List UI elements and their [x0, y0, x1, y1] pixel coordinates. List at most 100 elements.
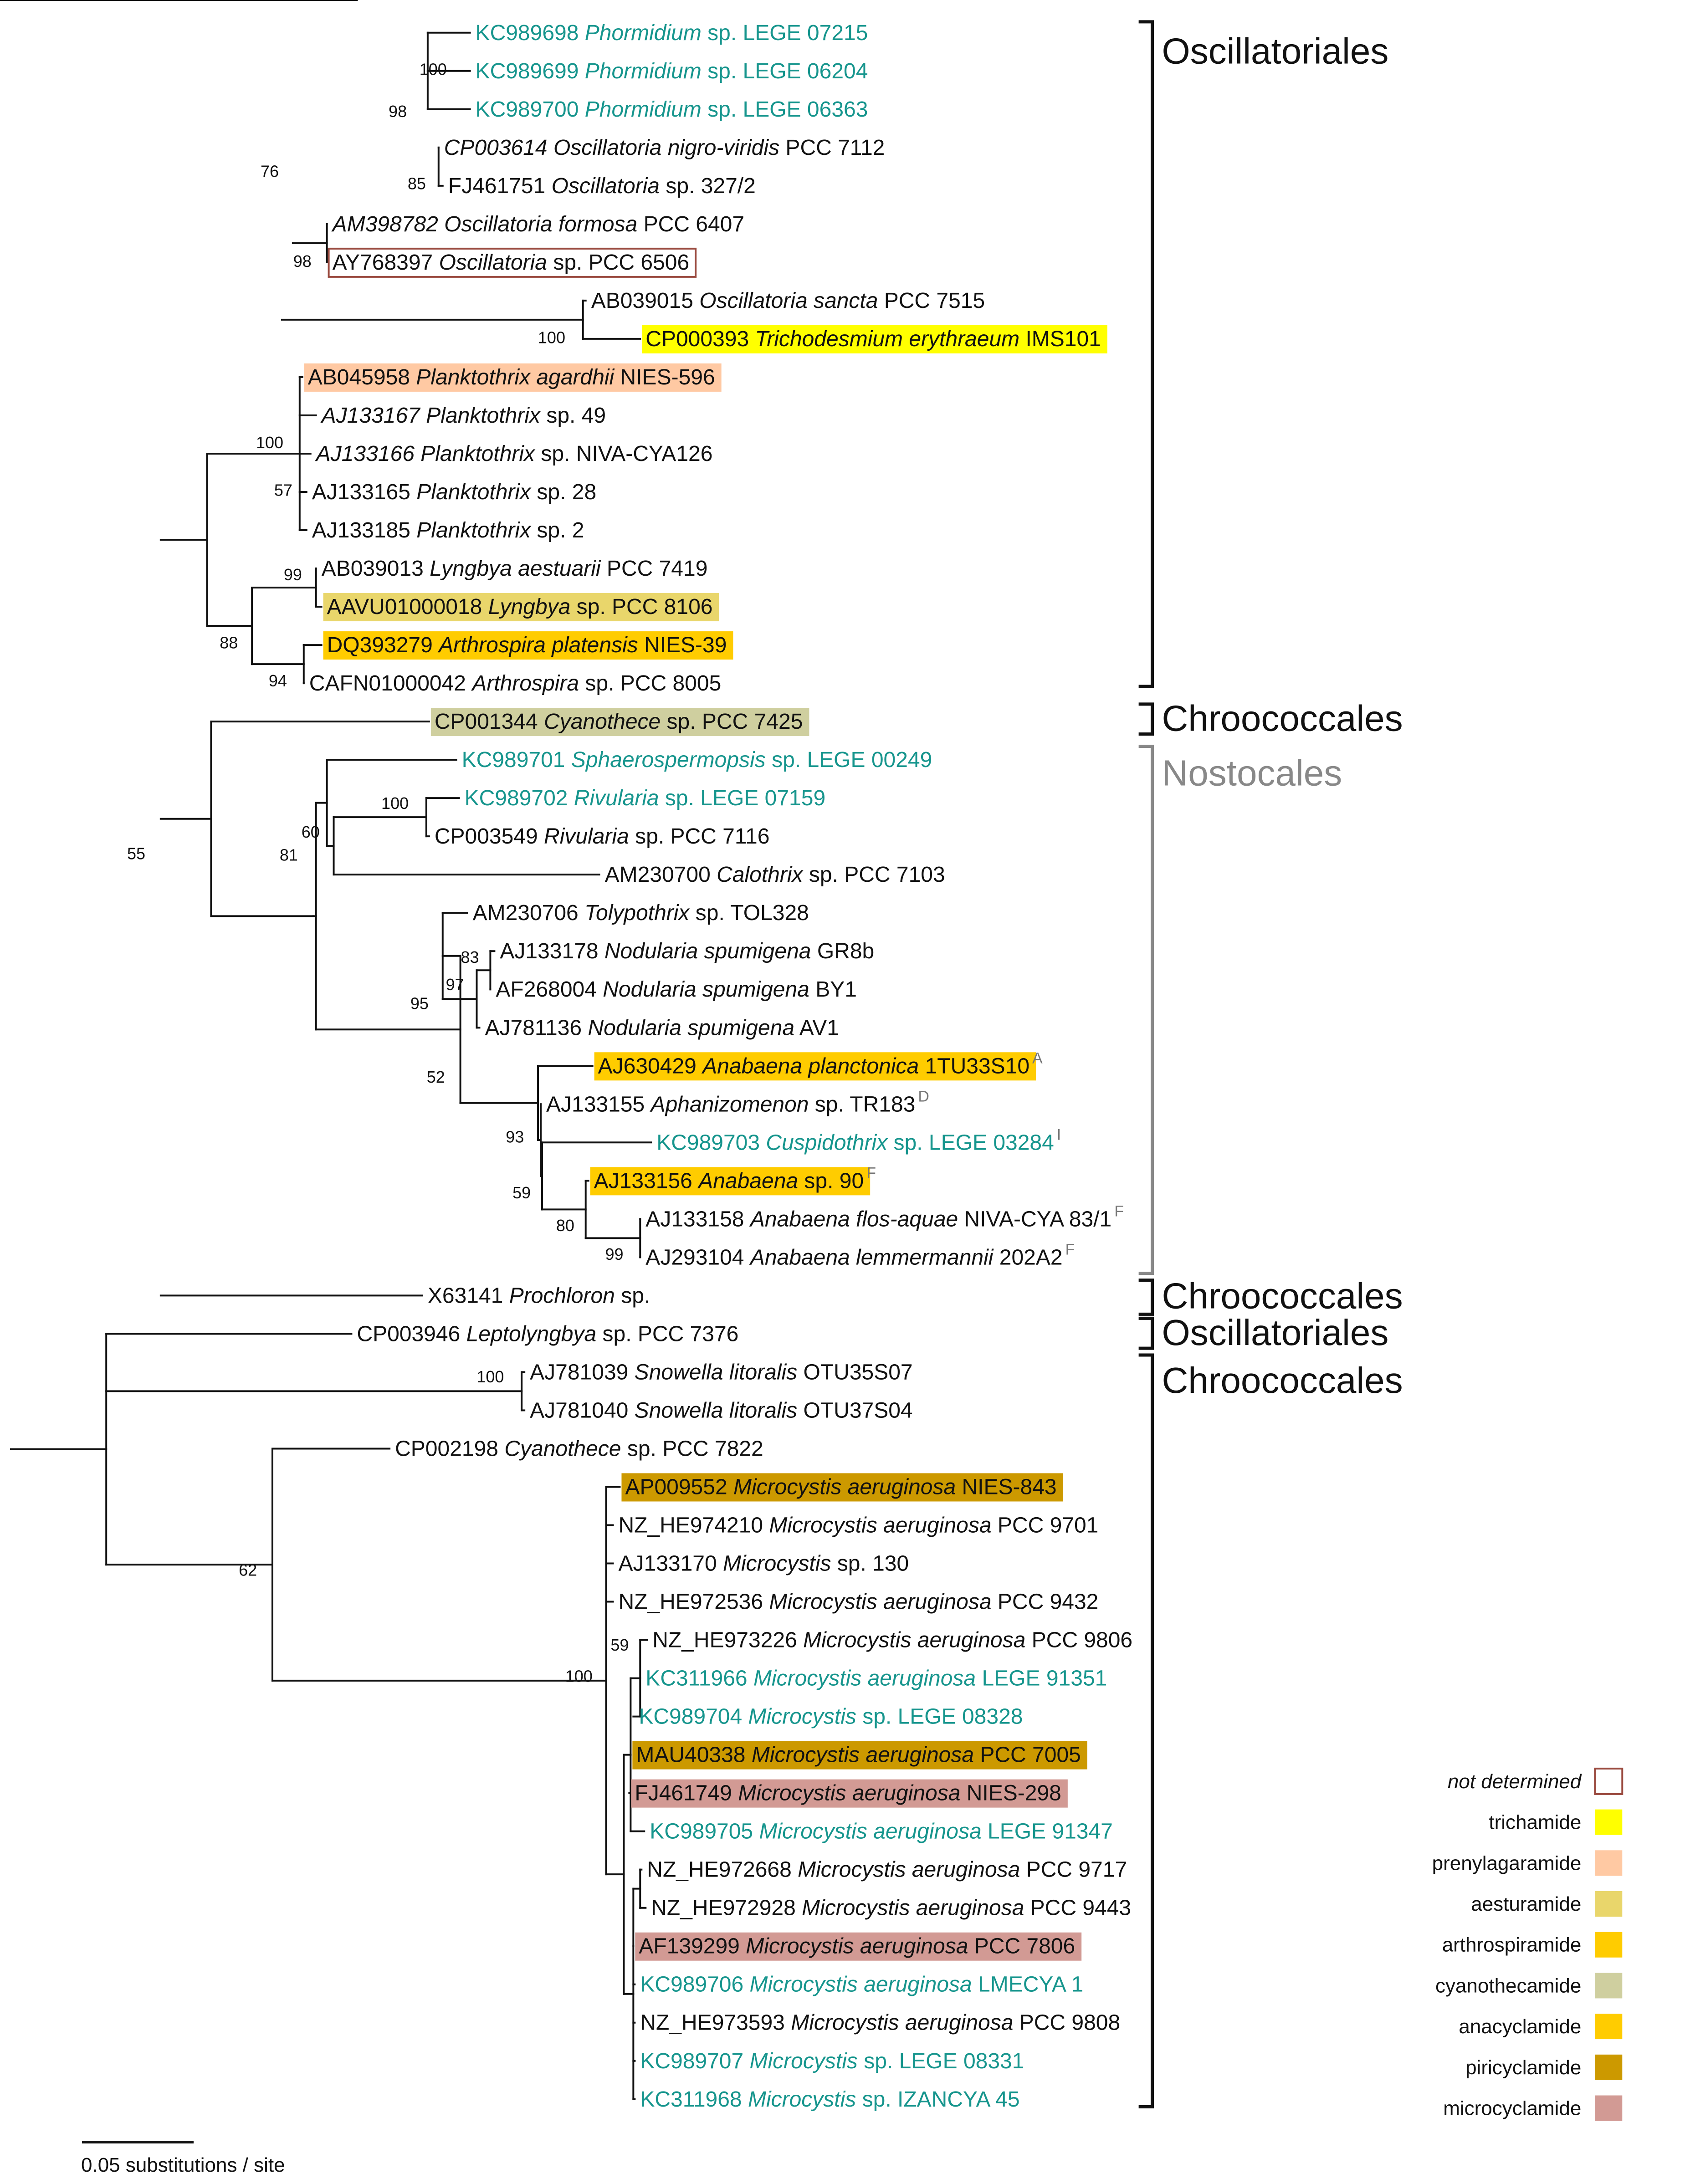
tip-label: KC989702 Rivularia sp. LEGE 07159 — [465, 786, 826, 810]
tip-superscript: D — [918, 1088, 929, 1105]
tip-genus: Sphaerospermopsis — [571, 748, 766, 772]
tip-space — [740, 1934, 746, 1959]
tip-genus: Oscillatoria nigro-viridis — [553, 136, 779, 160]
tip-strain: sp. TOL328 — [689, 901, 809, 925]
tip-label: AJ133166 Planktothrix sp. NIVA-CYA126 — [315, 442, 713, 466]
bootstrap-label: 98 — [293, 252, 312, 271]
tip-space — [763, 1590, 769, 1614]
clade-label: Nostocales — [1162, 752, 1342, 793]
tip-space — [692, 1169, 698, 1193]
bootstrap-label: 99 — [284, 565, 302, 584]
tip-strain: sp. 90 — [798, 1169, 864, 1193]
tip-label: KC989707 Microcystis sp. LEGE 08331 — [640, 2049, 1024, 2073]
tip-space — [732, 1781, 738, 1806]
tip-strain: NIES-298 — [960, 1781, 1061, 1806]
tip-strain: sp. PCC 8106 — [570, 595, 712, 619]
tip-strain: NIES-596 — [614, 365, 715, 389]
tip-accession: AB045958 — [308, 365, 410, 389]
tip-space — [545, 174, 551, 198]
legend-swatch — [1595, 1850, 1623, 1876]
tip-space — [645, 1092, 650, 1116]
legend-swatch — [1595, 1973, 1623, 1999]
tip-strain: PCC 9701 — [992, 1514, 1099, 1538]
tip-accession: AJ133170 — [619, 1552, 717, 1576]
tip-space — [438, 212, 444, 236]
tip-labels: KC989698 Phormidium sp. LEGE 07215KC9896… — [308, 21, 1132, 2112]
tip-superscript: F — [866, 1164, 876, 1182]
bootstrap-label: 100 — [256, 433, 283, 452]
tip-genus: Microcystis aeruginosa — [759, 1820, 981, 1844]
tip-genus: Microcystis aeruginosa — [803, 1628, 1025, 1652]
tip-genus: Planktothrix — [426, 404, 541, 428]
bootstrap-label: 100 — [476, 1367, 504, 1386]
tip-accession: MAU40338 — [636, 1743, 745, 1767]
tip-space — [749, 327, 755, 351]
tip-space — [763, 1514, 769, 1538]
legend-label: cyanothecamide — [1435, 1974, 1581, 1997]
tip-strain: PCC 7005 — [974, 1743, 1081, 1767]
tip-strain: sp. PCC 7376 — [596, 1322, 738, 1346]
tip-genus: Microcystis — [723, 1552, 831, 1576]
tip-genus: Microcystis aeruginosa — [733, 1475, 956, 1499]
tip-label: CP003614 Oscillatoria nigro-viridis PCC … — [444, 136, 885, 160]
tip-accession: KC989704 — [639, 1705, 742, 1729]
tip-strain: sp. 28 — [531, 480, 596, 504]
tip-genus: Snowella litoralis — [635, 1398, 798, 1422]
tip-label: NZ_HE973226 Microcystis aeruginosa PCC 9… — [652, 1628, 1132, 1652]
tip-genus: Microcystis aeruginosa — [752, 1743, 974, 1767]
tip-strain: sp. 327/2 — [660, 174, 756, 198]
clade-label: Oscillatoriales — [1162, 1312, 1388, 1353]
tip-accession: AY768397 — [333, 251, 433, 275]
tip-space — [548, 136, 553, 160]
tip-label: AM398782 Oscillatoria formosa PCC 6407 — [331, 212, 744, 236]
bootstrap-label: 97 — [446, 975, 464, 994]
highlight-box — [590, 1167, 871, 1196]
tip-space — [599, 939, 604, 963]
tip-strain: NIES-39 — [638, 633, 727, 657]
tip-accession: KC989706 — [640, 1973, 743, 1997]
tip-genus: Planktothrix — [416, 480, 532, 504]
tip-genus: Nodularia spumigena — [588, 1016, 794, 1040]
tip-space — [743, 1973, 749, 1997]
tip-accession: KC989702 — [465, 786, 568, 810]
tip-space — [597, 977, 603, 1002]
tip-strain: sp. PCC 8005 — [579, 671, 721, 696]
tip-label: AJ133170 Microcystis sp. 130 — [619, 1552, 909, 1576]
tip-strain: IMS101 — [1019, 327, 1101, 351]
bootstrap-label: 81 — [280, 846, 298, 864]
tip-space — [482, 595, 488, 619]
tip-genus: Microcystis aeruginosa — [769, 1590, 991, 1614]
tip-label: AB045958 Planktothrix agardhii NIES-596 — [308, 365, 715, 389]
tip-accession: DQ393279 — [327, 633, 433, 657]
tip-accession: AJ133166 — [315, 442, 415, 466]
tip-space — [785, 2011, 791, 2035]
tip-space — [711, 863, 717, 887]
tip-space — [498, 1437, 504, 1461]
tip-label: AM230700 Calothrix sp. PCC 7103 — [605, 863, 945, 887]
tip-strain: sp. LEGE 03284 — [887, 1130, 1054, 1155]
tip-strain: sp. PCC 6506 — [547, 251, 689, 275]
tip-strain: PCC 9717 — [1020, 1858, 1127, 1882]
tip-accession: AJ133155 — [546, 1092, 645, 1116]
tip-space — [433, 251, 439, 275]
tip-strain: PCC 9806 — [1025, 1628, 1132, 1652]
tip-genus: Anabaena — [697, 1169, 798, 1193]
clade-brackets: OscillatorialesChroococcalesNostocalesCh… — [1138, 20, 1403, 2109]
tip-genus: Tolypothrix — [584, 901, 690, 925]
tip-genus: Prochloron — [509, 1284, 615, 1308]
tip-label: AJ133167 Planktothrix sp. 49 — [320, 404, 606, 428]
tip-genus: Calothrix — [717, 863, 804, 887]
tip-superscript: F — [1114, 1202, 1124, 1220]
tip-accession: AJ781040 — [530, 1398, 628, 1422]
legend-label: aesturamide — [1471, 1893, 1581, 1915]
tip-genus: Snowella litoralis — [635, 1360, 798, 1384]
clade-bracket — [1138, 702, 1154, 736]
tip-strain: sp. NIVA-CYA126 — [535, 442, 712, 466]
tip-space — [693, 289, 699, 313]
highlight-box — [323, 593, 719, 622]
tip-genus: Microcystis — [748, 2087, 856, 2112]
tip-accession: AJ781136 — [485, 1016, 582, 1040]
tip-space — [743, 2049, 749, 2073]
tip-accession: KC989703 — [656, 1130, 760, 1155]
tip-label: AJ133185 Planktothrix sp. 2 — [312, 518, 584, 542]
